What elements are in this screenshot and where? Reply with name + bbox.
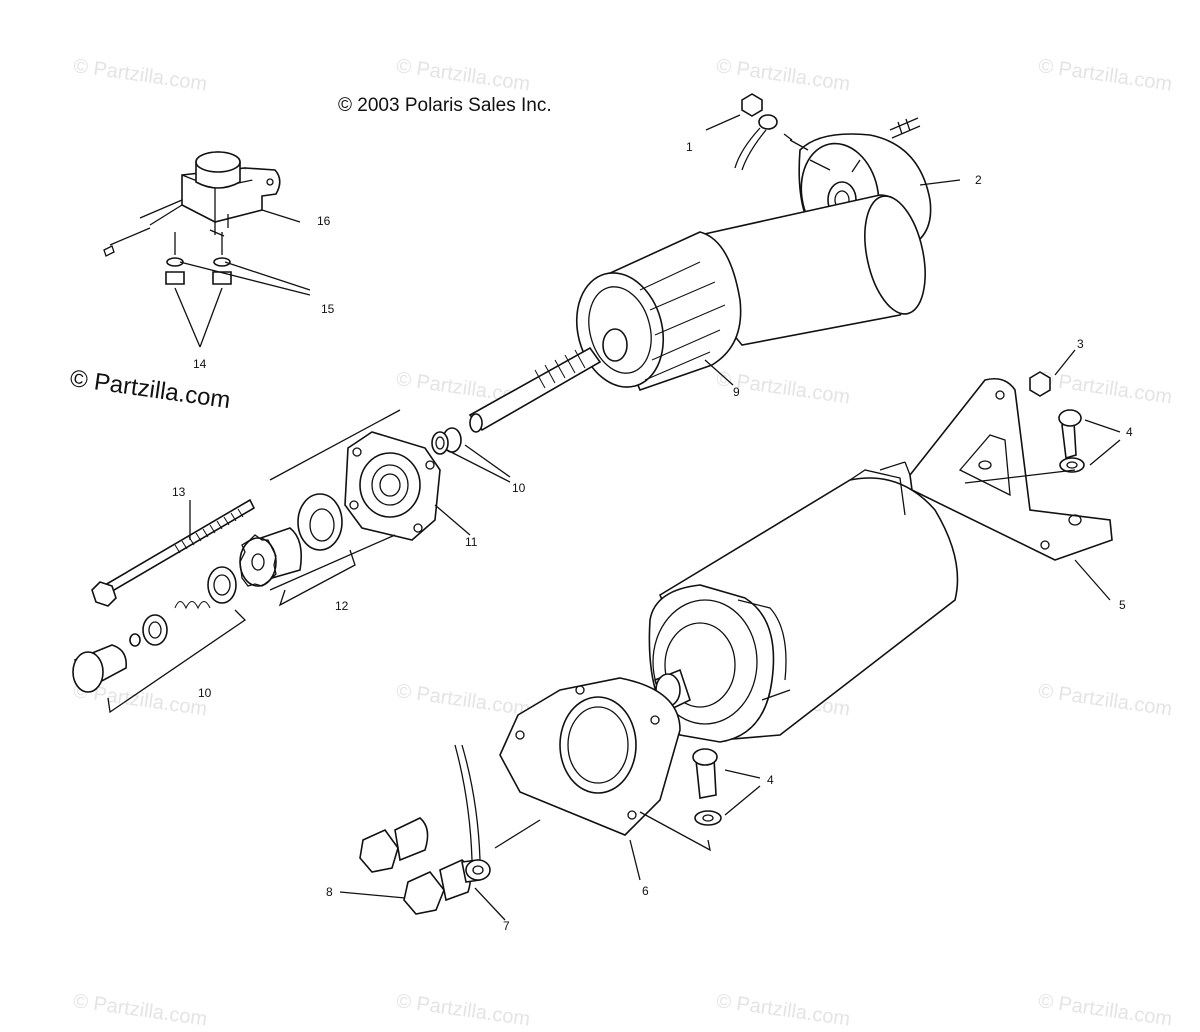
- callout-14: 14: [193, 357, 207, 371]
- mounting-bolts-part: [359, 817, 472, 915]
- callout-10-lower: 10: [198, 686, 212, 700]
- bushing-set-lower: [72, 566, 237, 693]
- bracket-hardware-lower: [692, 748, 722, 826]
- nut-washer-set: [165, 232, 232, 285]
- callout-15: 15: [321, 302, 335, 316]
- armature-part: [468, 194, 926, 433]
- callout-10-upper: 10: [512, 481, 526, 495]
- solenoid-part: [103, 151, 281, 257]
- callout-9: 9: [733, 385, 740, 399]
- thrust-washers-upper: [431, 427, 462, 455]
- callout-6: 6: [642, 884, 649, 898]
- terminal-nut-part: [734, 93, 778, 171]
- leader-lines: [107, 114, 1121, 921]
- callout-5: 5: [1119, 598, 1126, 612]
- callout-12: 12: [335, 599, 349, 613]
- rear-bracket-part: [909, 377, 1113, 561]
- callout-7: 7: [503, 919, 510, 933]
- callout-1: 1: [686, 140, 693, 154]
- starter-motor-body: [648, 461, 959, 743]
- callout-13: 13: [172, 485, 186, 499]
- callout-2: 2: [975, 173, 982, 187]
- callout-3: 3: [1077, 337, 1084, 351]
- bracket-hardware-upper: [1029, 371, 1085, 473]
- ground-wire-part: [454, 744, 491, 883]
- front-bracket-part: [499, 677, 681, 836]
- callout-4-upper: 4: [1126, 425, 1133, 439]
- copyright-notice: © 2003 Polaris Sales Inc.: [338, 95, 552, 116]
- callout-11: 11: [465, 535, 478, 549]
- drive-gear-part: [239, 493, 343, 587]
- front-flange-part: [344, 431, 441, 541]
- callout-4-lower: 4: [767, 773, 774, 787]
- callout-8: 8: [326, 885, 333, 899]
- callout-16: 16: [317, 214, 331, 228]
- through-bolt-part: [91, 498, 256, 607]
